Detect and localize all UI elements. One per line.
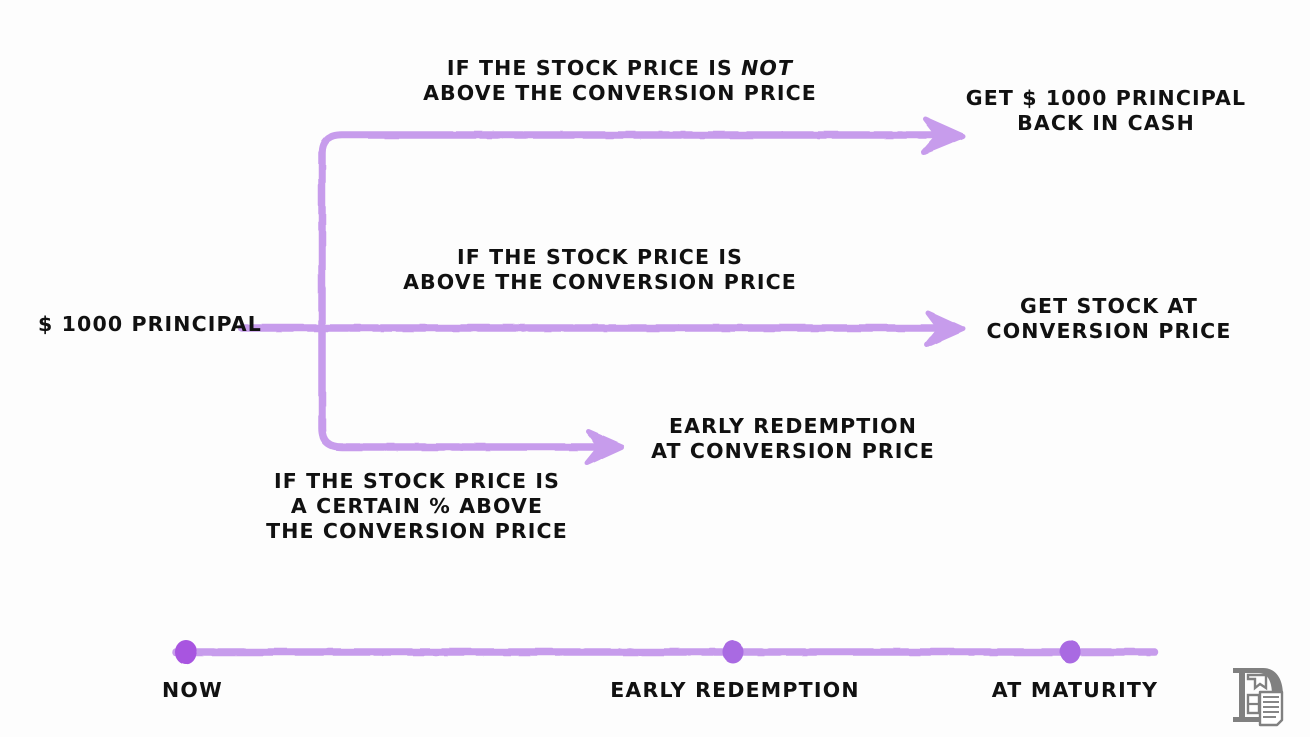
timeline-label-early-redemption: EARLY REDEMPTION xyxy=(610,678,860,702)
timeline-label-at-maturity: AT MATURITY xyxy=(991,678,1159,702)
timeline-label-now: NOW xyxy=(162,678,223,702)
timeline-marker-early-redemption[interactable] xyxy=(722,640,744,664)
timeline-marker-now[interactable] xyxy=(175,640,197,664)
condition-pct-line2: A CERTAIN % ABOVE xyxy=(290,494,544,518)
arrowhead-cash-outcome xyxy=(921,116,966,155)
outcome-stock-line1: GET STOCK AT xyxy=(1020,294,1198,318)
edge-branch-spine-bottom xyxy=(318,324,604,451)
arrowhead-early-outcome xyxy=(584,429,625,466)
edge-branch-spine-top xyxy=(318,131,944,332)
source-node-label: $ 1000 PRINCIPAL xyxy=(38,312,262,336)
condition-pct-line1: IF THE STOCK PRICE IS xyxy=(274,469,560,493)
condition-not-above-line1: IF THE STOCK PRICE IS xyxy=(446,56,742,80)
condition-above-line1: IF THE STOCK PRICE IS xyxy=(457,245,743,269)
condition-pct-line3: THE CONVERSION PRICE xyxy=(266,519,568,543)
outcome-cash-line2: BACK IN CASH xyxy=(1017,111,1195,135)
outcome-early-line2: AT CONVERSION PRICE xyxy=(651,439,935,463)
outcome-stock-line2: CONVERSION PRICE xyxy=(986,319,1232,343)
document-d-logo xyxy=(1233,668,1284,727)
arrowhead-stock-outcome xyxy=(924,310,966,348)
outcome-early-line1: EARLY REDEMPTION xyxy=(669,414,917,438)
condition-not-above-emphasis: NOT xyxy=(741,56,794,80)
timeline-marker-at-maturity[interactable] xyxy=(1059,640,1081,664)
condition-not-above-line2: ABOVE THE CONVERSION PRICE xyxy=(423,81,817,105)
condition-above-line2: ABOVE THE CONVERSION PRICE xyxy=(403,270,797,294)
outcome-cash-line1: GET $ 1000 PRINCIPAL xyxy=(965,86,1247,110)
